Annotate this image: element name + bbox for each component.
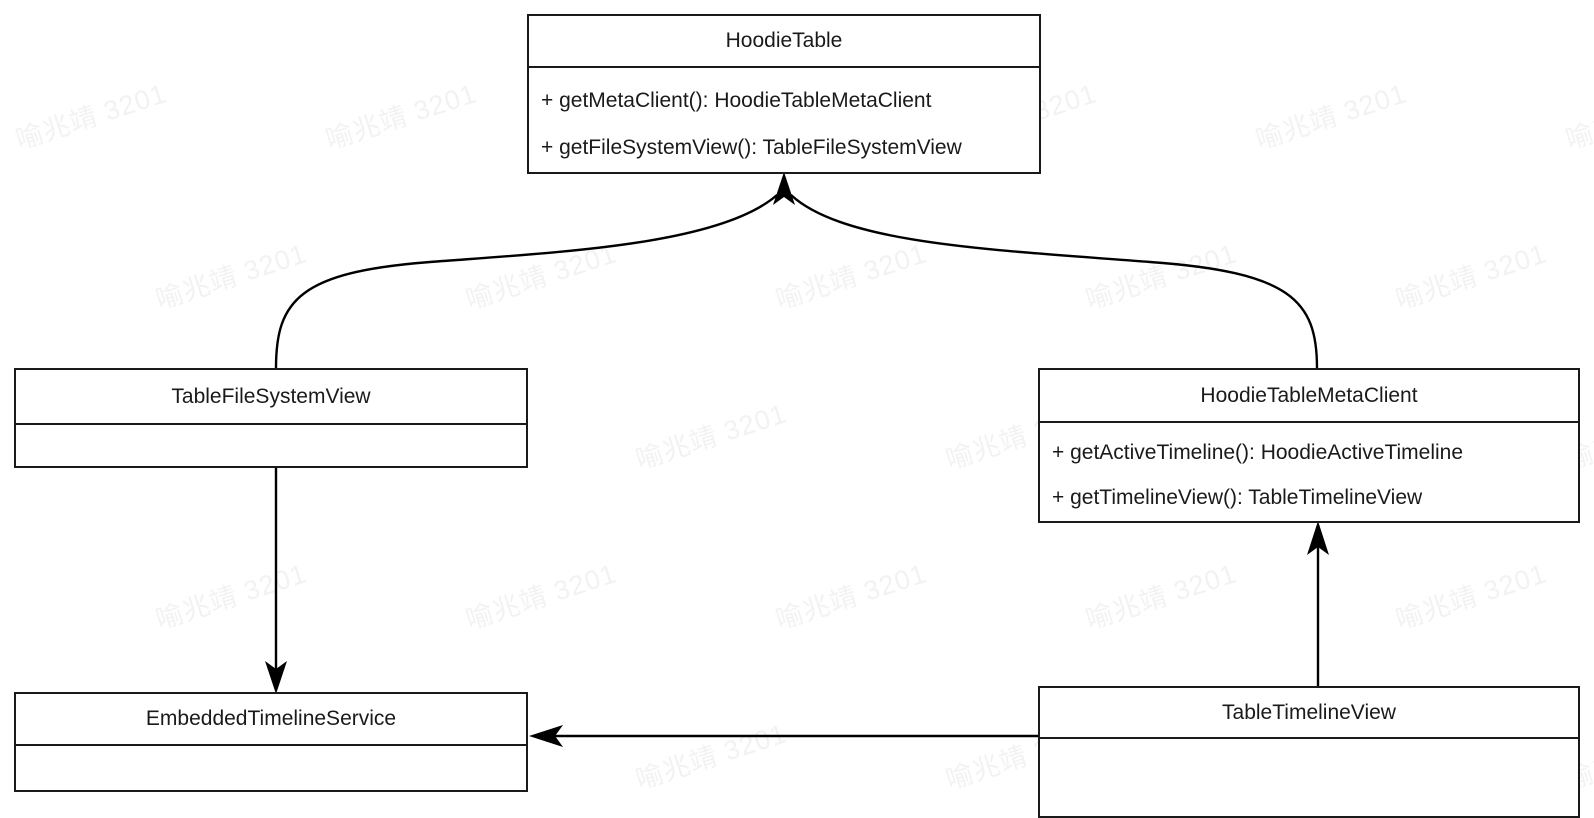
arrowhead-into-hoodietable bbox=[773, 172, 795, 205]
class-name-table-file-system-view: TableFileSystemView bbox=[16, 370, 526, 425]
watermark-text: 喻兆靖 3201 bbox=[772, 238, 931, 316]
watermark-text: 喻兆靖 3201 bbox=[632, 718, 791, 796]
watermark-text: 喻兆靖 3201 bbox=[0, 552, 1, 637]
watermark-text: 喻兆靖 3201 bbox=[1082, 238, 1241, 316]
class-members-hoodie-table-meta-client: + getActiveTimeline(): HoodieActiveTimel… bbox=[1040, 423, 1578, 521]
class-name-hoodie-table-meta-client: HoodieTableMetaClient bbox=[1040, 370, 1578, 423]
watermark-text: 喻兆靖 3201 bbox=[632, 398, 791, 476]
watermark-text: 喻兆靖 3201 bbox=[152, 558, 311, 636]
class-member: + getActiveTimeline(): HoodieActiveTimel… bbox=[1052, 440, 1464, 464]
class-name-embedded-timeline-service: EmbeddedTimelineService bbox=[16, 694, 526, 746]
arrowhead-into-embeddedtimelineservice-right bbox=[529, 725, 563, 747]
watermark-text: 喻兆靖 3201 bbox=[772, 558, 931, 636]
watermark-text: 喻兆靖 3201 bbox=[1082, 558, 1241, 636]
class-box-table-timeline-view[interactable]: TableTimelineView bbox=[1038, 686, 1580, 818]
class-box-hoodie-table[interactable]: HoodieTable + getMetaClient(): HoodieTab… bbox=[527, 14, 1041, 174]
connector-tablefilesystemview-to-hoodietable bbox=[274, 194, 778, 369]
class-members-table-timeline-view bbox=[1040, 739, 1578, 816]
watermark-text: 喻兆靖 3201 bbox=[1252, 78, 1411, 156]
class-box-hoodie-table-meta-client[interactable]: HoodieTableMetaClient + getActiveTimelin… bbox=[1038, 368, 1580, 523]
class-member: + getTimelineView(): TableTimelineView bbox=[1052, 486, 1423, 509]
arrowhead-into-embeddedtimelineservice-top bbox=[265, 661, 287, 694]
class-box-table-file-system-view[interactable]: TableFileSystemView bbox=[14, 368, 528, 468]
watermark-text: 喻兆靖 3201 bbox=[12, 78, 171, 156]
watermark-text: 喻兆靖 3201 bbox=[462, 238, 621, 316]
watermark-text: 喻兆靖 3201 bbox=[1392, 558, 1551, 636]
watermark-text: 喻兆靖 3201 bbox=[462, 558, 621, 636]
class-members-embedded-timeline-service bbox=[16, 746, 526, 790]
watermark-text: 喻兆靖 3201 bbox=[1562, 78, 1594, 156]
class-name-table-timeline-view: TableTimelineView bbox=[1040, 688, 1578, 739]
class-members-table-file-system-view bbox=[16, 425, 526, 466]
watermark-text: 喻兆靖 3201 bbox=[152, 238, 311, 316]
watermark-text: 喻兆靖 3201 bbox=[0, 232, 1, 317]
class-member: + getMetaClient(): HoodieTableMetaClient bbox=[541, 88, 932, 112]
class-member: + getFileSystemView(): TableFileSystemVi… bbox=[541, 136, 962, 159]
arrowhead-into-hoodietablemetaclient-bottom bbox=[1307, 521, 1329, 555]
class-box-embedded-timeline-service[interactable]: EmbeddedTimelineService bbox=[14, 692, 528, 792]
watermark-text: 喻兆靖 3201 bbox=[1392, 238, 1551, 316]
class-name-hoodie-table: HoodieTable bbox=[529, 16, 1039, 68]
watermark-text: 喻兆靖 3201 bbox=[322, 78, 481, 156]
connector-hoodietablemetaclient-to-hoodietable bbox=[790, 194, 1319, 369]
class-members-hoodie-table: + getMetaClient(): HoodieTableMetaClient… bbox=[529, 68, 1039, 172]
